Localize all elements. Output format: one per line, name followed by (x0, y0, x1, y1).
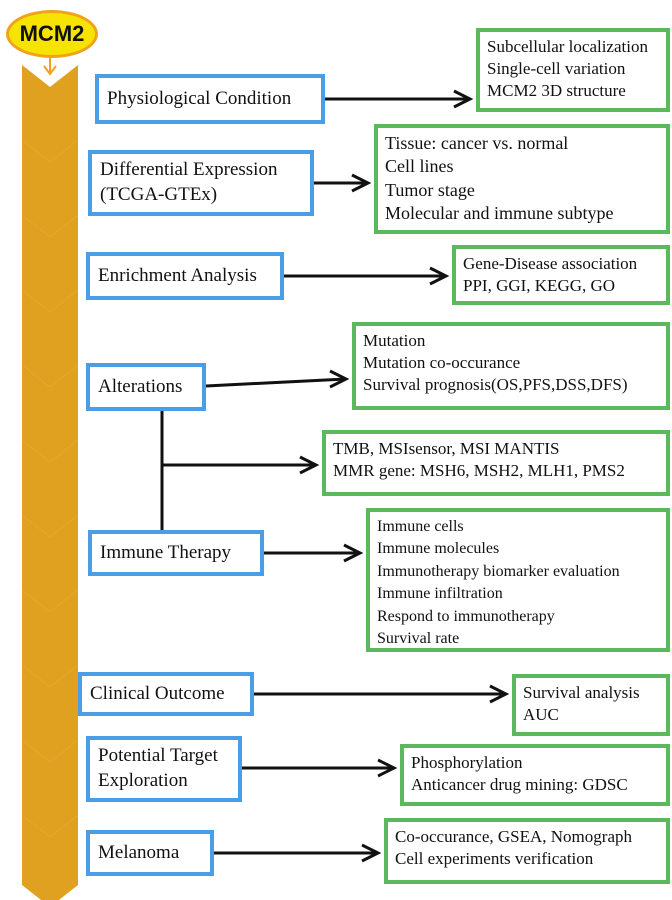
title-oval: MCM2 (6, 10, 98, 58)
title-label: MCM2 (19, 21, 85, 46)
spine-chevron (22, 590, 78, 687)
detail-melanoma: Co-occurance, GSEA, Nomograph Cell exper… (384, 818, 670, 884)
spine-chevron (22, 665, 78, 762)
arrowhead-icon (299, 455, 320, 475)
module-differential-expression: Differential Expression (TCGA-GTEx) (88, 150, 314, 216)
detail-tmb-msi: TMB, MSIsensor, MSI MANTIS MMR gene: MSH… (322, 430, 670, 496)
spine-chevron (22, 740, 78, 837)
detail-clinical-outcome: Survival analysis AUC (512, 674, 670, 736)
detail-line: Gene-Disease association (463, 254, 638, 273)
module-melanoma: Melanoma (86, 830, 214, 876)
detail-enrichment-analysis: Gene-Disease association PPI, GGI, KEGG,… (452, 245, 670, 305)
detail-line: Survival rate (377, 629, 460, 647)
detail-line: Tumor stage (385, 179, 475, 200)
detail-line: PPI, GGI, KEGG, GO (463, 276, 616, 296)
spine-chevron (22, 515, 78, 612)
module-alterations: Alterations (86, 363, 206, 411)
spine-chevron (22, 365, 78, 462)
detail-line: Mutation (363, 331, 426, 350)
spine-chevron (22, 290, 78, 387)
module-immune-therapy: Immune Therapy (88, 530, 264, 576)
arrowhead-icon (361, 843, 382, 863)
detail-line: MMR gene: MSH6, MSH2, MLH1, PMS2 (333, 461, 625, 481)
arrowhead-icon (343, 543, 364, 563)
detail-line: AUC (523, 705, 559, 725)
detail-line: MCM2 3D structure (487, 81, 626, 101)
title-arrow-icon (43, 58, 57, 76)
arrowhead-icon (351, 173, 372, 193)
detail-line: Immune molecules (377, 540, 500, 558)
module-potential-target-exploration: Potential Target Exploration (86, 736, 242, 802)
arrowhead-icon (329, 369, 350, 389)
arrowhead-icon (429, 266, 450, 286)
detail-line: Co-occurance, GSEA, Nomograph (395, 827, 632, 846)
detail-line: Cell experiments verification (395, 849, 594, 869)
module-label: Melanoma (98, 841, 180, 863)
arrowhead-icon (489, 684, 510, 704)
module-clinical-outcome: Clinical Outcome (78, 672, 254, 716)
connector-arrow (205, 377, 347, 388)
detail-line: Molecular and immune subtype (385, 203, 614, 224)
detail-physiological-condition: Subcellular localization Single-cell var… (476, 28, 670, 112)
detail-line: Tissue: cancer vs. normal (385, 133, 569, 153)
module-enrichment-analysis: Enrichment Analysis (86, 252, 284, 300)
detail-line: Immune cells (377, 518, 464, 535)
detail-line: Single-cell variation (487, 59, 626, 79)
detail-line: Survival analysis (523, 683, 640, 702)
detail-line: Cell lines (385, 156, 454, 177)
module-label: Alterations (98, 375, 183, 397)
spine-chevron (22, 215, 78, 312)
module-label: Physiological Condition (107, 87, 292, 109)
spine-chevron (22, 140, 78, 237)
module-label: Potential Target Exploration (98, 745, 218, 791)
detail-line: Immunotherapy biomarker evaluation (377, 562, 620, 580)
module-label: Differential Expression (TCGA-GTEx) (100, 159, 278, 205)
spine-chevron (22, 815, 78, 900)
module-label: Enrichment Analysis (98, 264, 257, 286)
detail-immune-therapy: Immune cells Immune molecules Immunother… (366, 508, 670, 652)
module-label: Immune Therapy (100, 541, 232, 563)
detail-line: Mutation co-occurance (363, 353, 521, 373)
detail-alterations: Mutation Mutation co-occurance Survival … (352, 322, 670, 410)
detail-potential-target: Phosphorylation Anticancer drug mining: … (400, 744, 670, 806)
detail-line: Subcellular localization (487, 37, 648, 56)
arrowhead-icon (453, 89, 474, 109)
detail-line: Phosphorylation (411, 753, 523, 772)
detail-line: Survival prognosis(OS,PFS,DSS,DFS) (363, 375, 628, 395)
detail-line: Immune infiltration (377, 585, 503, 603)
module-label: Clinical Outcome (90, 682, 225, 704)
arrowhead-icon (377, 758, 398, 778)
spine-chevron (22, 65, 78, 162)
module-physiological-condition: Physiological Condition (95, 74, 325, 124)
detail-differential-expression: Tissue: cancer vs. normal Cell lines Tum… (374, 124, 670, 234)
spine-chevron (22, 440, 78, 537)
detail-line: Anticancer drug mining: GDSC (411, 775, 628, 795)
detail-line: TMB, MSIsensor, MSI MANTIS (333, 439, 560, 458)
detail-line: Respond to immunotherapy (377, 607, 555, 625)
